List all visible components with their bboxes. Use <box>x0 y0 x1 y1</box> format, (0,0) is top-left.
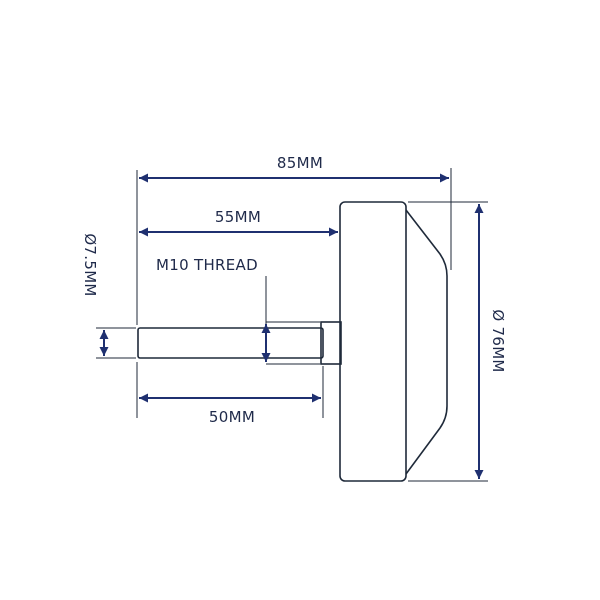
label-shaft-diameter: Ø7.5MM <box>81 233 99 296</box>
dimension-lines <box>99 173 484 479</box>
dimension-labels: 85MM 55MM M10 THREAD 50MM Ø 76MM Ø7.5MM <box>81 154 507 426</box>
label-overall-length: 85MM <box>277 154 323 172</box>
label-thread: M10 THREAD <box>156 256 258 274</box>
label-head-diameter: Ø 76MM <box>489 309 507 372</box>
part-outline <box>137 201 448 482</box>
knob-head-taper <box>405 209 448 475</box>
shaft-collar <box>320 321 342 365</box>
knob-head-face <box>339 201 407 482</box>
label-thread-length: 50MM <box>209 408 255 426</box>
threaded-shaft <box>137 327 324 359</box>
extension-lines <box>96 168 488 482</box>
label-shaft-to-head: 55MM <box>215 208 261 226</box>
